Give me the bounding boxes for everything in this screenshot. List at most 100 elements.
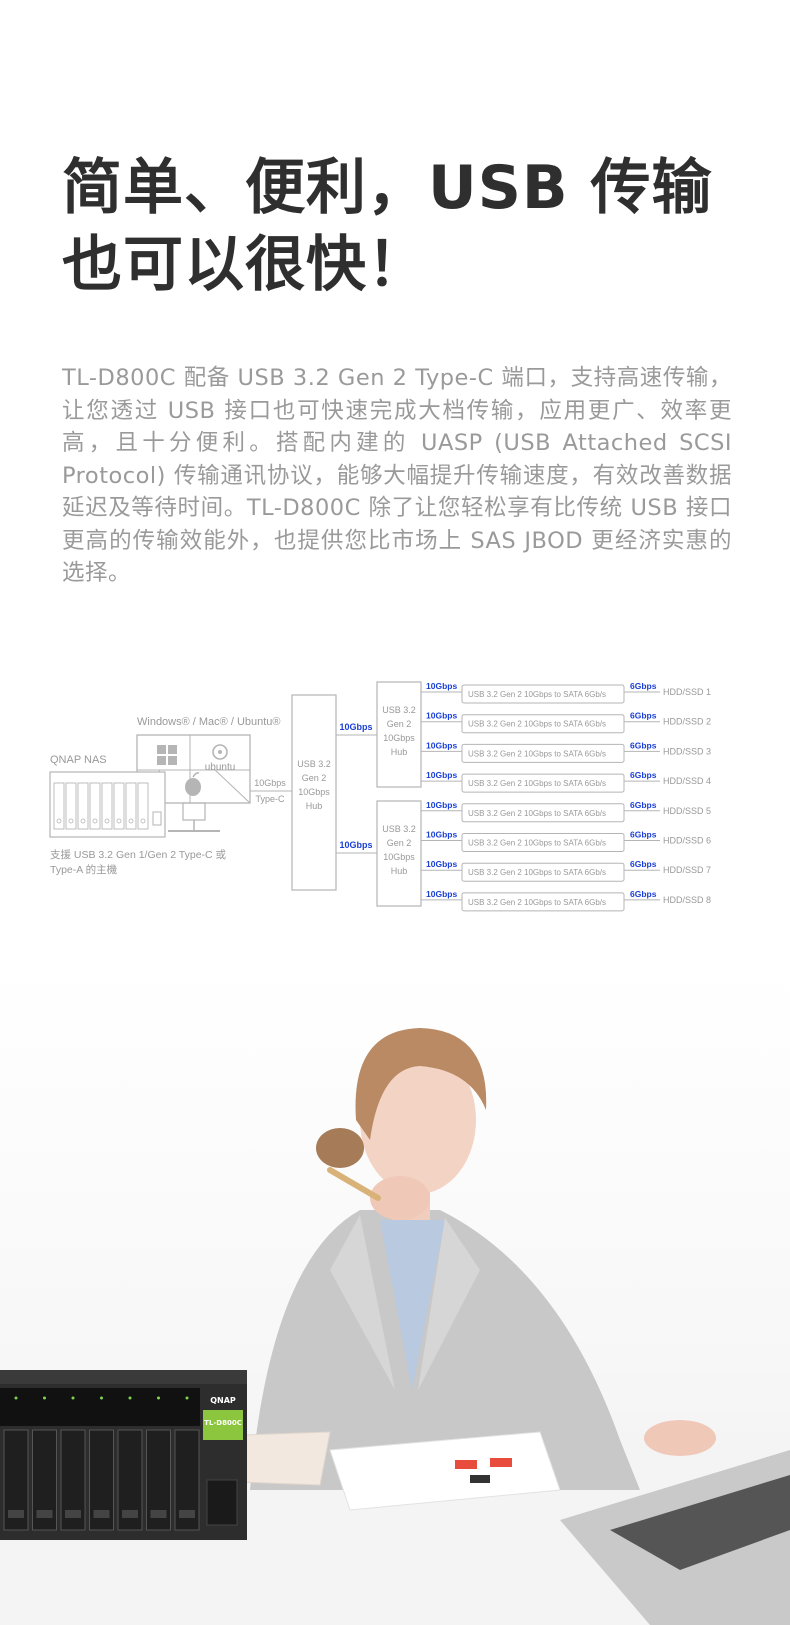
device-led <box>71 1396 75 1400</box>
device-led <box>100 1396 103 1400</box>
bridge-label: USB 3.2 Gen 2 10Gbps to SATA 6Gb/s <box>468 839 606 848</box>
nas-bay <box>65 782 77 830</box>
device-bay-latch <box>150 1510 167 1518</box>
headline-line-1: 简单、便利，USB 传输 <box>62 153 713 223</box>
bridge-in-speed: 10Gbps <box>426 830 457 840</box>
windows-icon <box>157 745 177 765</box>
bridge-label: USB 3.2 Gen 2 10Gbps to SATA 6Gb/s <box>468 749 606 758</box>
host-note-line-1: 支援 USB 3.2 Gen 1/Gen 2 Type-C 或 <box>50 848 227 861</box>
nas-bay <box>101 782 113 830</box>
bridge-out-speed: 6Gbps <box>630 830 657 840</box>
host-link-type: Type-C <box>255 794 285 804</box>
device-bay-latch <box>179 1510 195 1518</box>
bridge-out-speed: 6Gbps <box>630 681 657 691</box>
main-hub-label-1: USB 3.2 <box>297 759 331 769</box>
drive-label: HDD/SSD 8 <box>663 895 711 905</box>
nas-label: QNAP NAS <box>50 754 107 766</box>
bridge-label: USB 3.2 Gen 2 10Gbps to SATA 6Gb/s <box>468 898 606 907</box>
device-bay-latch <box>93 1510 110 1518</box>
device-bay-latch <box>122 1510 138 1518</box>
hub-link-speed-2: 10Gbps <box>339 840 372 850</box>
description-paragraph: TL-D800C 配备 USB 3.2 Gen 2 Type-C 端口，支持高速… <box>62 365 732 586</box>
bridge-box <box>461 833 625 852</box>
bridge-in-speed: 10Gbps <box>426 681 457 691</box>
os-label: Windows® / Mac® / Ubuntu® <box>137 716 281 728</box>
drive-label: HDD/SSD 4 <box>663 776 711 786</box>
nas-bay-led <box>80 818 86 824</box>
nas-bay-led <box>92 818 98 824</box>
device-led <box>185 1396 189 1400</box>
drive-label: HDD/SSD 3 <box>663 746 711 756</box>
device-bay-latch <box>8 1510 24 1518</box>
bridge-in-speed: 10Gbps <box>426 889 457 899</box>
device-brand-label: QNAP <box>210 1396 236 1405</box>
nas-bay <box>137 782 149 830</box>
bridge-out-speed: 6Gbps <box>630 711 657 721</box>
drive-label: HDD/SSD 7 <box>663 865 711 875</box>
ubuntu-icon <box>212 744 228 760</box>
nas-bay-led <box>68 818 74 824</box>
nas-bay-led <box>140 818 146 824</box>
device-led <box>43 1396 46 1400</box>
drive-label: HDD/SSD 2 <box>663 717 711 727</box>
bridge-box <box>461 684 625 704</box>
bridge-in-speed: 10Gbps <box>426 770 457 780</box>
drive-label: HDD/SSD 6 <box>663 836 711 846</box>
nas-bay-led <box>128 818 134 824</box>
bridge-out-speed: 6Gbps <box>630 889 657 899</box>
tl-d800c-device: TL-D800C QNAP <box>0 1370 247 1540</box>
ubuntu-text: ubuntu <box>205 762 236 773</box>
hub-link-speed-1: 10Gbps <box>339 722 372 732</box>
nas-bay <box>125 782 137 830</box>
nas-icon <box>49 771 166 838</box>
bridge-out-speed: 6Gbps <box>630 800 657 810</box>
product-photo: TL-D800C QNAP <box>0 970 790 1625</box>
connection-diagram: Windows® / Mac® / Ubuntu® ubuntu QNAP NA… <box>49 681 711 912</box>
device-bay-latch <box>36 1510 53 1518</box>
bridge-label: USB 3.2 Gen 2 10Gbps to SATA 6Gb/s <box>468 868 606 877</box>
drive-label: HDD/SSD 1 <box>663 687 711 697</box>
bridge-label: USB 3.2 Gen 2 10Gbps to SATA 6Gb/s <box>468 779 606 788</box>
sub-hub-1-label-4: Hub <box>391 747 408 757</box>
bridge-box <box>461 862 625 882</box>
bridge-label: USB 3.2 Gen 2 10Gbps to SATA 6Gb/s <box>468 690 606 699</box>
sub-hub-1-label-1: USB 3.2 <box>382 705 416 715</box>
sub-hub-2-label-3: 10Gbps <box>383 852 415 862</box>
nas-bay <box>89 782 101 830</box>
bridge-in-speed: 10Gbps <box>426 800 457 810</box>
bridge-box <box>461 714 625 734</box>
main-hub-label-3: 10Gbps <box>298 787 330 797</box>
host-note-line-2: Type-A 的主機 <box>50 863 118 876</box>
device-led <box>157 1396 160 1400</box>
bridge-label: USB 3.2 Gen 2 10Gbps to SATA 6Gb/s <box>468 720 606 729</box>
nas-bay-led <box>104 818 110 824</box>
sub-hub-1-label-2: Gen 2 <box>387 719 412 729</box>
headline-line-2: 也可以很快！ <box>62 230 428 300</box>
nas-bay-led <box>56 818 62 824</box>
apple-icon <box>185 772 201 796</box>
device-led <box>128 1396 132 1400</box>
sub-hub-1-label-3: 10Gbps <box>383 733 415 743</box>
device-bay-latch <box>65 1510 81 1518</box>
office-scene-illustration: TL-D800C QNAP <box>0 1028 790 1625</box>
bridge-box <box>461 773 625 793</box>
main-hub-label-4: Hub <box>306 801 323 811</box>
sub-hub-2-label-2: Gen 2 <box>387 838 412 848</box>
nas-bay <box>77 782 89 830</box>
nas-bay <box>113 782 125 830</box>
headline: 简单、便利，USB 传输 也可以很快！ <box>62 150 762 304</box>
sub-hub-2-label-4: Hub <box>391 866 408 876</box>
nas-bay-led <box>116 818 122 824</box>
nas-bay <box>53 782 65 830</box>
bridge-box <box>461 892 625 912</box>
sub-hub-2: USB 3.2 Gen 2 10Gbps Hub <box>376 800 422 907</box>
bridge-out-speed: 6Gbps <box>630 740 657 750</box>
drive-label: HDD/SSD 5 <box>663 806 711 816</box>
